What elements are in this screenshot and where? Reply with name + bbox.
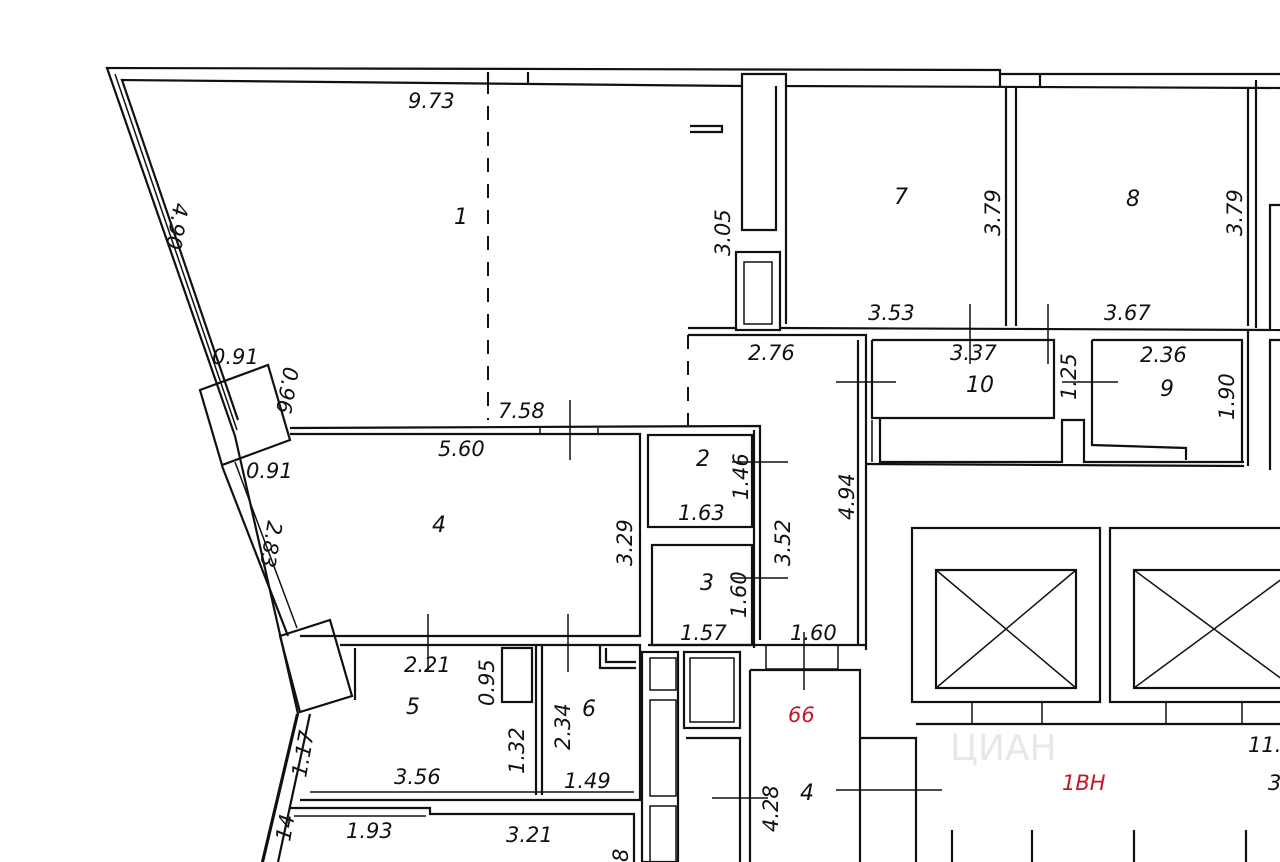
corridor-1bh-label: 1ВН [1062, 771, 1106, 795]
dim-1-57: 1.57 [680, 621, 727, 645]
room-4-label: 4 [432, 513, 446, 538]
dimension-labels: 9.73 4.90 3.05 3.79 3.79 3.53 3.67 2.76 … [161, 89, 1280, 862]
room-labels: 1 7 8 10 9 2 4 3 5 6 4 66 1ВН [406, 185, 1174, 806]
dim-3-67: 3.67 [1104, 301, 1151, 325]
dim-3-56: 3.56 [394, 765, 441, 789]
dim-3-37: 3.37 [950, 341, 997, 365]
room-5-label: 5 [406, 695, 420, 720]
dim-1-63: 1.63 [678, 501, 725, 525]
dim-4-94: 4.94 [835, 473, 859, 520]
dim-1-25: 1.25 [1057, 353, 1081, 400]
dim-14: 14 [271, 812, 299, 842]
dim-0-96: 0.96 [271, 365, 303, 415]
dim-2-21: 2.21 [404, 653, 451, 677]
room-4-lower-label: 4 [800, 781, 814, 806]
room-9-label: 9 [1160, 377, 1174, 402]
room-7-label: 7 [894, 185, 908, 210]
dim-3-29: 3.29 [613, 519, 637, 566]
dim-1-93: 1.93 [346, 819, 393, 843]
dim-1-49: 1.49 [564, 769, 611, 793]
dim-11-4: 11.4 [1248, 733, 1280, 757]
dim-1-90: 1.90 [1215, 373, 1239, 420]
dim-3-05: 3.05 [711, 209, 735, 256]
room-6-label: 6 [582, 697, 596, 722]
room-8-label: 8 [1126, 187, 1140, 212]
corridor-66-label: 66 [788, 703, 815, 727]
dim-3: 3 [1268, 771, 1280, 795]
dim-8: 8 [609, 849, 633, 862]
dim-5-60: 5.60 [438, 437, 485, 461]
dim-0-95: 0.95 [475, 659, 499, 706]
dim-2-76: 2.76 [748, 341, 795, 365]
dim-1-32: 1.32 [505, 727, 529, 774]
dim-2-36: 2.36 [1140, 343, 1187, 367]
dim-3-79-a: 3.79 [981, 189, 1005, 236]
elevator-block [910, 526, 1280, 862]
dim-1-60-b: 1.60 [790, 621, 837, 645]
dim-2-34: 2.34 [551, 703, 575, 750]
window-blocks [198, 363, 354, 714]
room-10-label: 10 [966, 373, 994, 398]
dim-3-21: 3.21 [506, 823, 553, 847]
dim-1-60-a: 1.60 [727, 571, 751, 618]
dim-9-73: 9.73 [408, 89, 455, 113]
room-1-label: 1 [454, 205, 468, 230]
dim-0-91-a: 0.91 [212, 345, 259, 369]
dim-3-53: 3.53 [868, 301, 915, 325]
dim-4-28: 4.28 [759, 785, 783, 832]
dim-3-79-b: 3.79 [1223, 189, 1247, 236]
room-2-label: 2 [696, 447, 710, 472]
dim-3-52: 3.52 [771, 519, 795, 566]
door-markers [427, 304, 1118, 799]
room-3-label: 3 [700, 571, 714, 596]
watermark: ЦИАН [950, 728, 1057, 769]
dim-1-46: 1.46 [729, 453, 753, 500]
dim-7-58: 7.58 [498, 399, 545, 423]
dim-0-91-b: 0.91 [246, 459, 293, 483]
